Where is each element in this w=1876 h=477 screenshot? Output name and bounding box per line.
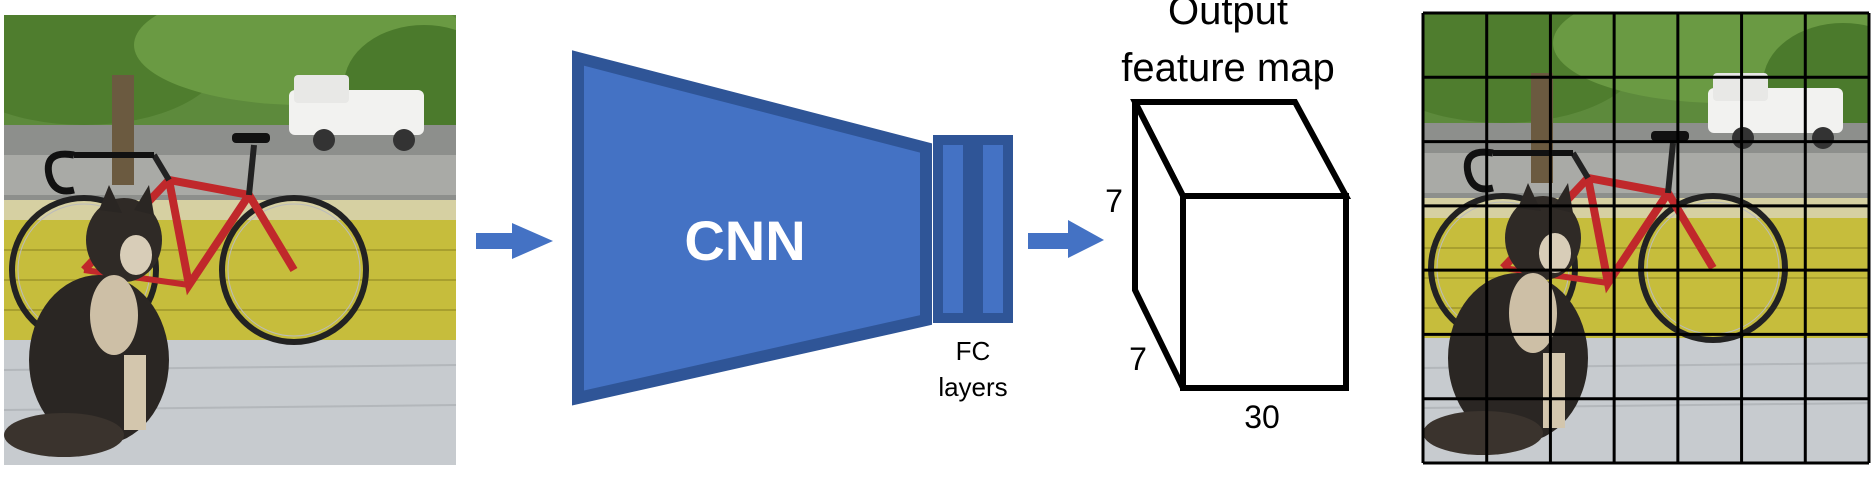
grid-image [1421, 11, 1871, 465]
fc-layer-2 [973, 135, 1013, 323]
arrow-to-cnn [476, 223, 553, 259]
fc-label-line1: FC [956, 336, 991, 366]
fc-label-line2: layers [938, 372, 1007, 402]
fc-layers: FC layers [933, 135, 1013, 402]
cnn-label: CNN [684, 209, 805, 272]
cube-height-label: 7 [1105, 183, 1123, 219]
input-image [0, 0, 504, 465]
cube-width-label: 30 [1244, 399, 1280, 435]
cube-depth-label: 7 [1129, 341, 1147, 377]
grid-lines [1421, 11, 1871, 465]
output-title-line2: feature map [1121, 46, 1334, 90]
fc-layer-1 [933, 135, 973, 323]
arrow-to-output [1028, 220, 1104, 258]
output-cube [1130, 99, 1352, 391]
output-title-line1: Output [1168, 0, 1288, 33]
cnn-block: CNN [572, 50, 932, 406]
